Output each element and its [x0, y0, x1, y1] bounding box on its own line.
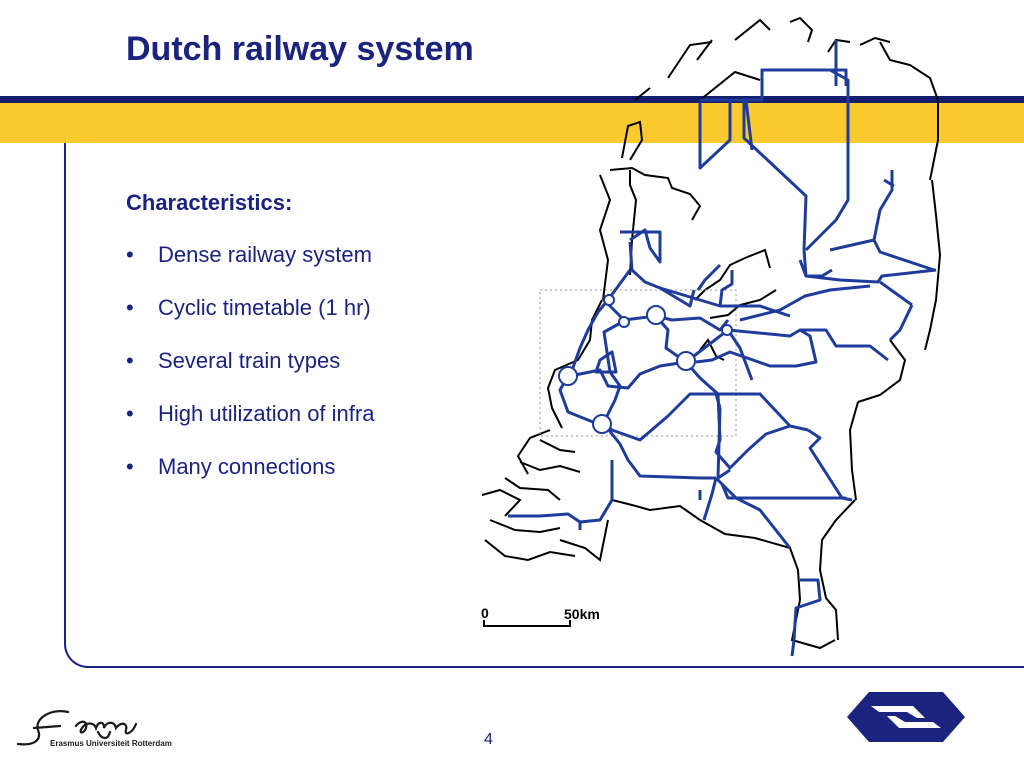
university-name: Erasmus Universiteit Rotterdam — [50, 739, 172, 748]
list-item: • High utilization of infra — [126, 399, 374, 452]
list-item: • Many connections — [126, 452, 374, 505]
railway-map: 0 50km — [481, 16, 942, 657]
bullet-text: Cyclic timetable (1 hr) — [158, 295, 371, 320]
bullet-text: High utilization of infra — [158, 401, 375, 426]
bullet-text: Dense railway system — [158, 242, 372, 267]
scale-bar: 0 50km — [481, 605, 600, 627]
list-item: • Dense railway system — [126, 240, 374, 293]
station-marker — [558, 366, 578, 386]
country-outline — [481, 16, 942, 650]
station-marker — [603, 294, 615, 306]
scale-label-start: 0 — [481, 605, 489, 621]
station-marker — [592, 414, 612, 434]
scale-label-end: 50km — [564, 606, 600, 622]
erasmus-signature-icon — [16, 710, 138, 746]
ns-logo-icon — [847, 692, 965, 742]
bullet-icon: • — [126, 454, 134, 479]
bullet-icon: • — [126, 401, 134, 426]
header-navy-bar — [0, 96, 1024, 103]
bullet-text: Several train types — [158, 348, 341, 373]
bullet-icon: • — [126, 242, 134, 267]
station-marker — [721, 324, 733, 336]
page-number: 4 — [484, 731, 493, 748]
list-item: • Several train types — [126, 346, 374, 399]
railway-lines — [508, 40, 937, 657]
list-item: • Cyclic timetable (1 hr) — [126, 293, 374, 346]
bullet-icon: • — [126, 348, 134, 373]
bullet-icon: • — [126, 295, 134, 320]
station-marker — [618, 316, 630, 328]
station-marker — [646, 305, 666, 325]
content-frame — [64, 143, 1024, 668]
randstad-box — [539, 289, 737, 437]
characteristics-list: • Dense railway system • Cyclic timetable … — [126, 240, 374, 505]
erasmus-logo: Erasmus Universiteit Rotterdam — [16, 710, 172, 748]
bullet-text: Many connections — [158, 454, 336, 479]
station-markers — [558, 294, 733, 434]
characteristics-heading: Characteristics: — [126, 190, 293, 215]
header-yellow-bar — [0, 103, 1024, 143]
station-marker — [676, 351, 696, 371]
slide-title: Dutch railway system — [126, 30, 474, 68]
